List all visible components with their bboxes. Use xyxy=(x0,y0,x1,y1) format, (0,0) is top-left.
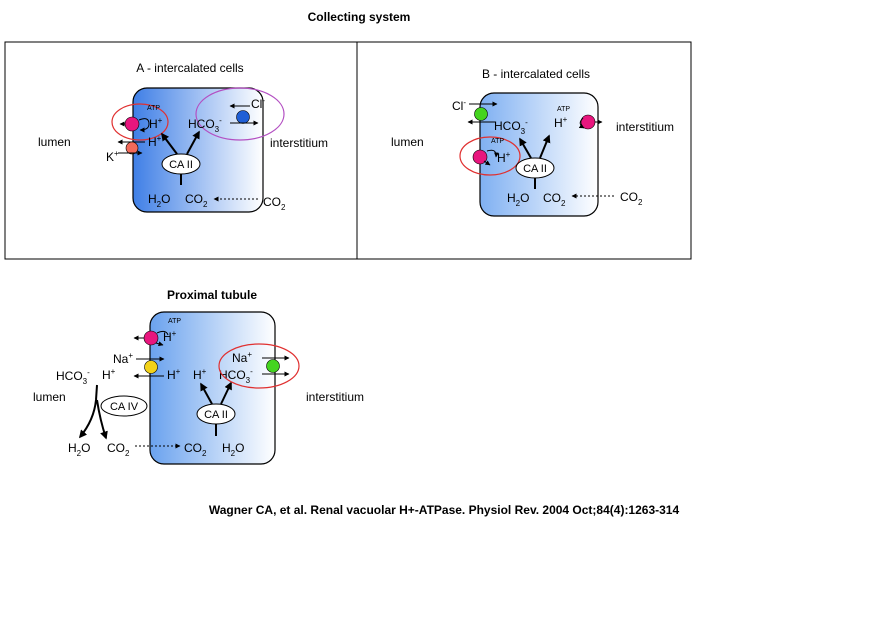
h-k-exchanger-icon xyxy=(125,141,139,155)
panel-b-hco3-label: HCO3- xyxy=(494,118,528,136)
na-hco3-cotransporter-icon xyxy=(266,359,280,373)
proximal-lumen-label: lumen xyxy=(33,390,66,404)
panel-b-h-top-label: H+ xyxy=(554,115,568,130)
panel-b-cl-label: Cl- xyxy=(452,98,466,113)
panel-a-k-plus-label: K+ xyxy=(106,149,119,164)
proximal-na-right-label: Na+ xyxy=(232,350,252,365)
panel-b-atp-pump-label: ATP xyxy=(491,138,504,145)
panel-a-pump-highlight xyxy=(111,103,169,141)
proximal-h-pump-label: H+ xyxy=(163,329,177,344)
panel-b-title: B - intercalated cells xyxy=(482,67,590,81)
panel-b-h-pump-label: H+ xyxy=(497,150,511,165)
proximal-h2o-left-label: H2O xyxy=(68,441,90,458)
h-atpase-pump-icon xyxy=(124,116,140,132)
panel-a-h2o-label: H2O xyxy=(148,192,170,209)
panel-b-co2-label: CO2 xyxy=(543,191,566,208)
panel-a-h-plus-label: H+ xyxy=(148,134,162,149)
panel-a-co2-label: CO2 xyxy=(185,192,208,209)
proximal-ca-ii-label: CA II xyxy=(204,409,228,421)
proximal-co2-cell-label: CO2 xyxy=(184,441,207,458)
proximal-h-cell-label: H+ xyxy=(193,367,207,382)
panel-b-h2o-label: H2O xyxy=(507,191,529,208)
panel-a: A - intercalated cells lumen interstitiu… xyxy=(38,61,328,213)
panel-a-title: A - intercalated cells xyxy=(136,61,243,75)
panel-a-ca-ii-label: CA II xyxy=(169,159,193,171)
panel-a-co2-out-label: CO2 xyxy=(263,195,286,212)
panel-b-pump-highlight xyxy=(459,136,521,176)
proximal-hco3-lumen-label: HCO3- xyxy=(56,368,90,386)
panel-a-atp-label: ATP xyxy=(147,105,160,112)
panel-a-cl-label: Cl- xyxy=(251,96,265,111)
panel-b-atp-top-label: ATP xyxy=(557,106,570,113)
proximal-cell xyxy=(149,311,276,465)
proximal-h-lumen-label: H+ xyxy=(102,367,116,382)
panel-a-exchanger-highlight xyxy=(195,87,285,141)
panel-b-co2-out-label: CO2 xyxy=(620,190,643,207)
panel-a-interstitium-label: interstitium xyxy=(270,136,328,150)
citation: Wagner CA, et al. Renal vacuolar H+-ATPa… xyxy=(208,503,680,517)
page-title: Collecting system xyxy=(307,10,411,24)
proximal-na-left-label: Na+ xyxy=(113,351,133,366)
collecting-system-frame xyxy=(4,41,692,260)
proximal-tubule-panel: Proximal tubule ATP H+ Na+ H+ HCO3- H+ l… xyxy=(33,288,364,465)
proximal-interstitium-label: interstitium xyxy=(306,390,364,404)
panel-b-luminal-pump-icon xyxy=(472,149,488,165)
panel-a-hco3-label: HCO3- xyxy=(188,116,222,134)
panel-b-lumen-label: lumen xyxy=(391,135,424,149)
panel-b-cl-hco3-exchanger-icon xyxy=(474,107,488,121)
proximal-h-atpase-icon xyxy=(143,330,159,346)
ca-iv-enzyme xyxy=(100,395,148,417)
panel-b-interstitium-label: interstitium xyxy=(616,120,674,134)
panel-b: B - intercalated cells lumen interstitiu… xyxy=(391,67,674,217)
panel-b-ca-ii-label: CA II xyxy=(523,163,547,175)
proximal-atp-label: ATP xyxy=(168,318,181,325)
proximal-cotransporter-highlight xyxy=(218,343,300,389)
panel-a-h-pump-label: H+ xyxy=(149,116,163,131)
proximal-h2o-cell-label: H2O xyxy=(222,441,244,458)
panel-a-lumen-label: lumen xyxy=(38,135,71,149)
na-h-exchanger-icon xyxy=(144,360,158,374)
proximal-co2-left-label: CO2 xyxy=(107,441,130,458)
proximal-h-exchange-label: H+ xyxy=(167,367,181,382)
proximal-tubule-title: Proximal tubule xyxy=(167,288,257,302)
cl-hco3-exchanger-icon xyxy=(236,110,250,124)
proximal-ca-iv-label: CA IV xyxy=(110,401,139,413)
